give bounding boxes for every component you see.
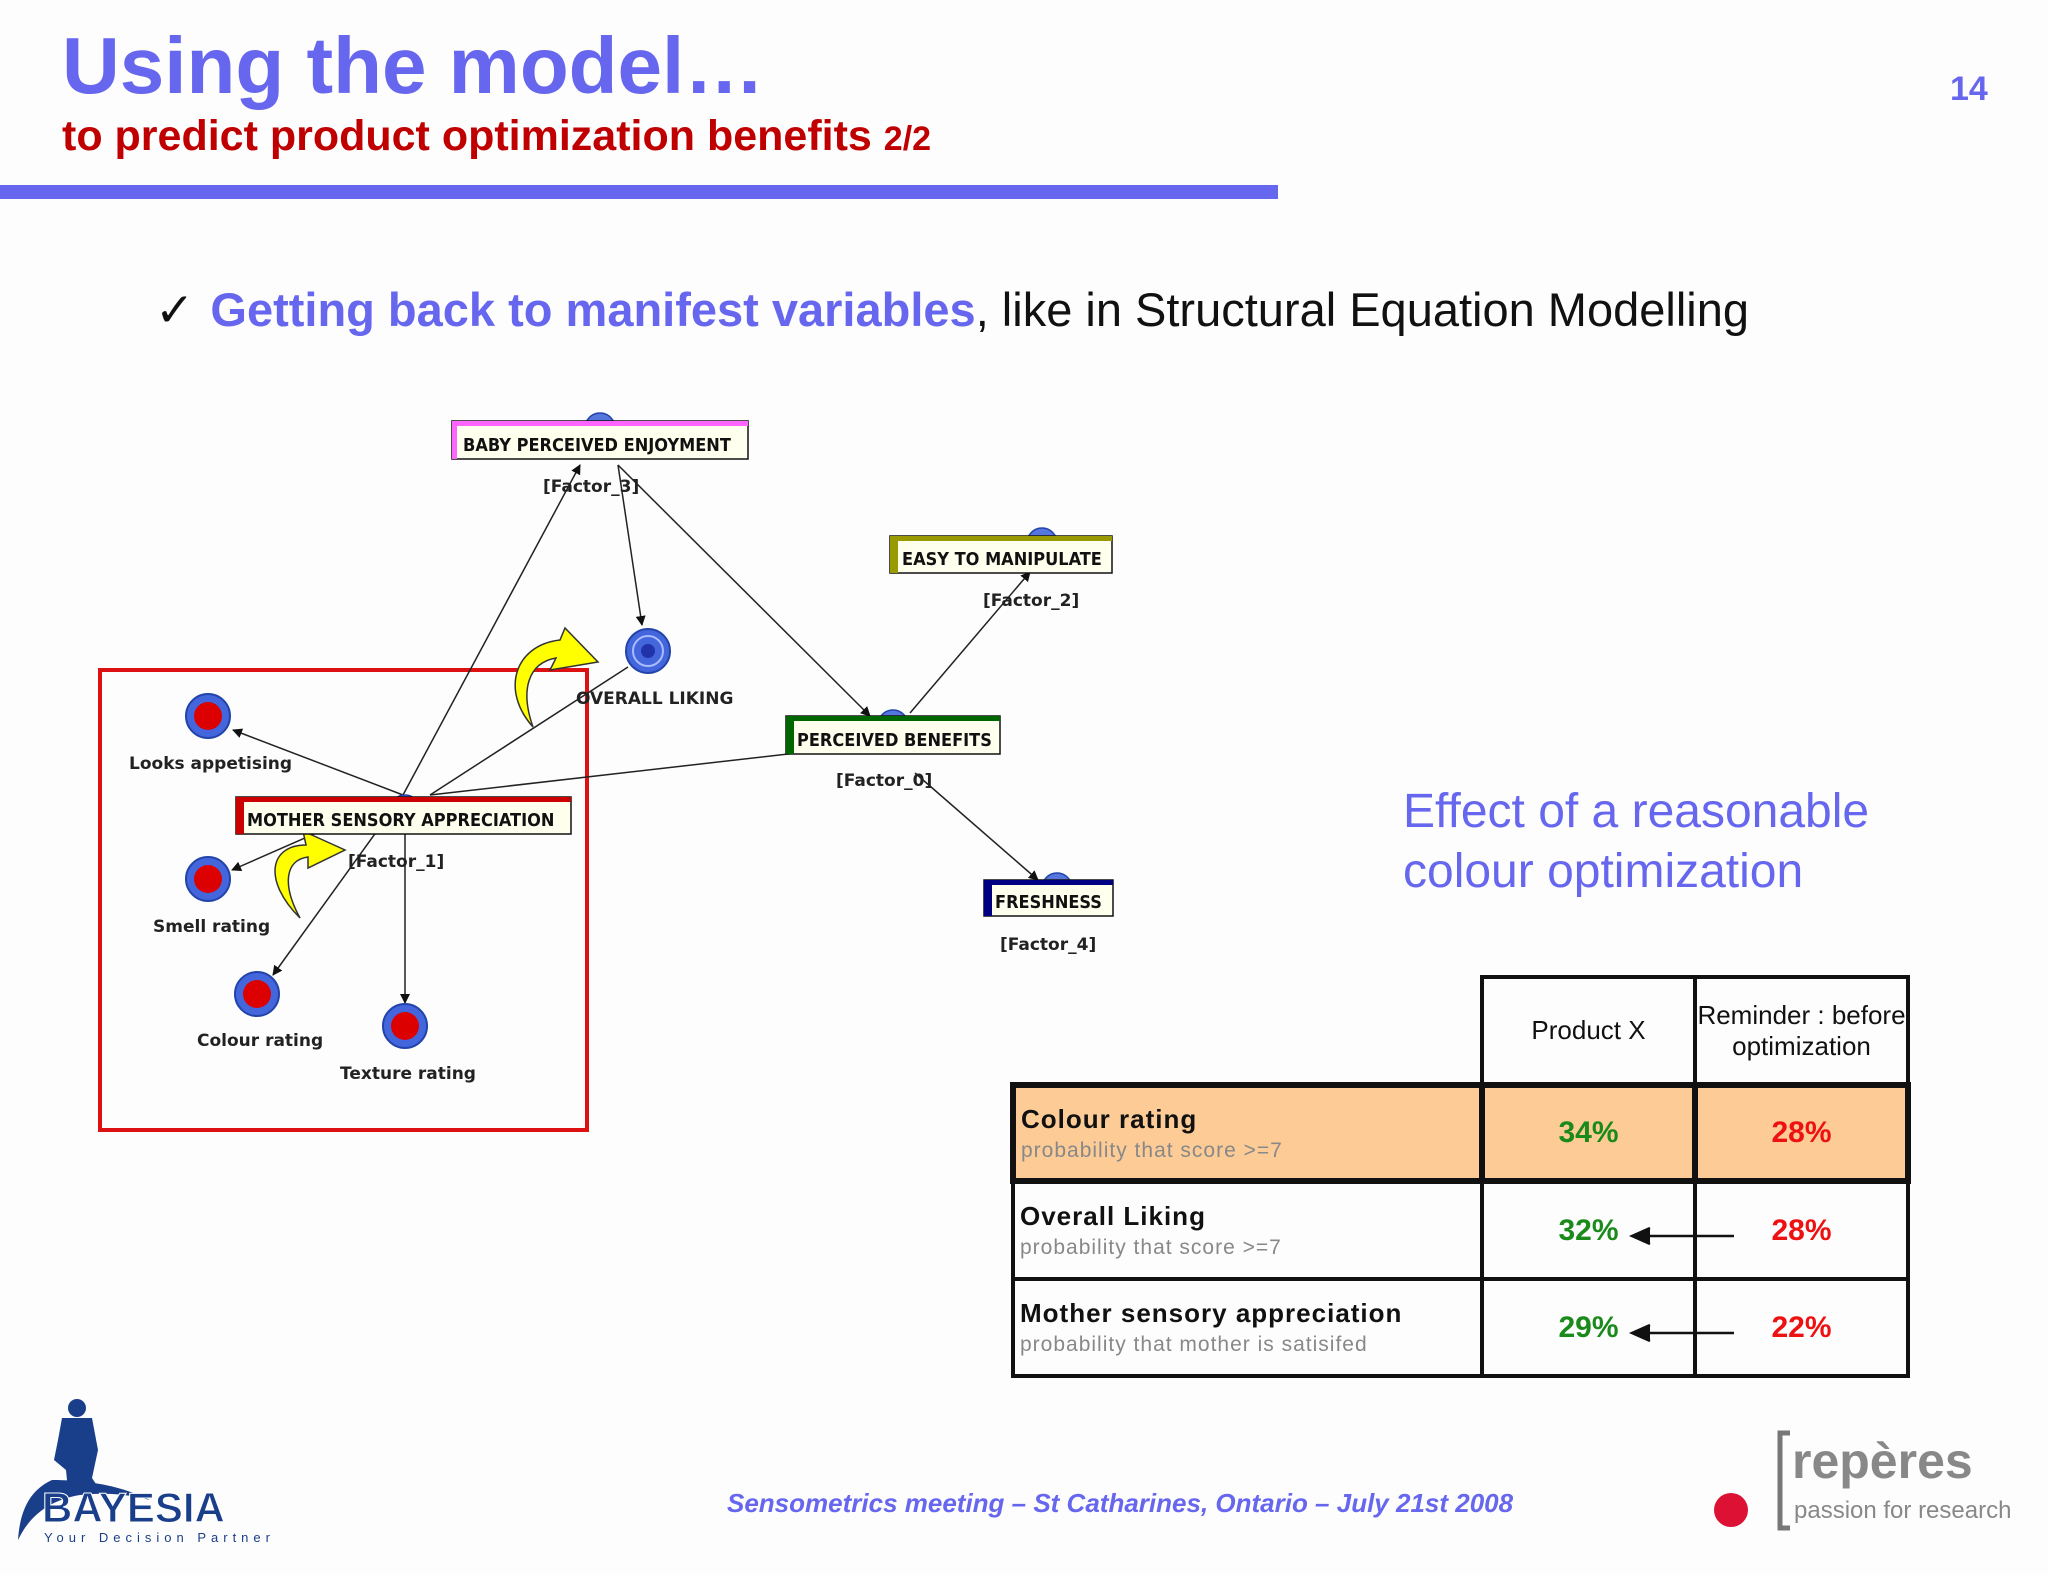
row-label: Colour rating: [1021, 1103, 1198, 1134]
factor-id: [Factor_4]: [1000, 935, 1096, 955]
value-product-x: 34%: [1479, 1082, 1698, 1184]
factor-name: MOTHER SENSORY APPRECIATION: [247, 810, 554, 831]
value-product-x: 32%: [1480, 1179, 1697, 1281]
factor-name: FRESHNESS: [995, 892, 1102, 913]
table-header-row: Product X Reminder : before optimization: [1013, 975, 1910, 1087]
value-before: 28%: [1692, 1082, 1911, 1184]
reperes-tagline: passion for research: [1794, 1497, 2011, 1524]
slide-subtitle: to predict product optimization benefits…: [62, 112, 931, 161]
yellow-arrow-icon: [274, 829, 347, 919]
bullet-point: ✓ Getting back to manifest variables, lik…: [155, 282, 1749, 338]
effect-line-2: colour optimization: [1403, 844, 1804, 898]
manifest-node-icon: [185, 693, 428, 1049]
row-sublabel: probability that score >=7: [1021, 1138, 1283, 1162]
row-label: Overall Liking: [1020, 1201, 1206, 1231]
subtitle-text: to predict product optimization benefits: [62, 112, 872, 160]
thinker-statue-icon: [18, 1399, 150, 1540]
red-dot-icon: [1714, 1493, 1748, 1527]
title-underline: [0, 185, 1278, 199]
subtitle-part: 2/2: [883, 120, 932, 158]
effect-line-1: Effect of a reasonable: [1403, 785, 1870, 838]
slide-title: Using the model…: [62, 21, 765, 110]
factor-name: BABY PERCEIVED ENJOYMENT: [463, 435, 731, 456]
header-before-optimization: Reminder : before optimization: [1693, 975, 1910, 1087]
bayesia-name: BAYESIA: [42, 1484, 225, 1531]
factor-box-benefits: PERCEIVED BENEFITS [Factor_0]: [785, 715, 1001, 791]
table-row: Overall Liking probability that score >=…: [1011, 1179, 1910, 1281]
factor-box-freshness: FRESHNESS [Factor_4]: [983, 879, 1114, 955]
factor-box-baby: BABY PERCEIVED ENJOYMENT [Factor_3]: [451, 420, 749, 497]
node-label-smell: Smell rating: [153, 917, 270, 937]
bayesia-tagline: Your Decision Partner: [44, 1530, 275, 1545]
row-label: Mother sensory appreciation: [1020, 1298, 1403, 1328]
overall-liking-node-icon: [625, 628, 671, 674]
reperes-name: repères: [1792, 1433, 1973, 1489]
row-label-cell: Mother sensory appreciation probability …: [1011, 1277, 1484, 1378]
factor-id: [Factor_2]: [983, 591, 1079, 611]
factor-id: [Factor_0]: [836, 771, 932, 791]
footer-text: Sensometrics meeting – St Catharines, On…: [727, 1488, 1514, 1518]
row-label-cell: Overall Liking probability that score >=…: [1011, 1179, 1484, 1281]
header-product-x: Product X: [1480, 975, 1697, 1087]
reperes-logo: repères passion for research: [1714, 1430, 2011, 1531]
value-before: 28%: [1693, 1179, 1910, 1281]
value-before: 22%: [1693, 1277, 1910, 1378]
bayesia-logo: BAYESIA Your Decision Partner: [18, 1399, 275, 1545]
yellow-arrow-icon: [514, 626, 600, 728]
results-table: Product X Reminder : before optimization…: [1010, 975, 1911, 1378]
node-label-texture: Texture rating: [340, 1064, 476, 1084]
table-corner: [1013, 977, 1484, 1087]
bullet-highlight: Getting back to manifest variables: [210, 283, 976, 336]
red-highlight-frame: [98, 668, 589, 1132]
checkmark-icon: ✓: [155, 283, 195, 336]
table-row: Mother sensory appreciation probability …: [1011, 1277, 1910, 1378]
bullet-text: , like in Structural Equation Modelling: [975, 283, 1749, 336]
factor-name: EASY TO MANIPULATE: [902, 549, 1102, 570]
node-label-overall: OVERALL LIKING: [576, 689, 733, 709]
row-label-cell: Colour rating probability that score >=7: [1010, 1082, 1485, 1184]
node-label-looks: Looks appetising: [129, 754, 292, 774]
factor-box-easy: EASY TO MANIPULATE [Factor_2]: [889, 535, 1113, 611]
factor-id: [Factor_3]: [543, 477, 639, 497]
row-sublabel: probability that mother is satisifed: [1020, 1333, 1368, 1356]
page-number: 14: [1950, 70, 1988, 108]
factor-box-mother: MOTHER SENSORY APPRECIATION [Factor_1]: [235, 796, 572, 872]
factor-name: PERCEIVED BENEFITS: [797, 730, 992, 751]
effect-annotation: Effect of a reasonable colour optimizati…: [1403, 782, 1963, 901]
value-product-x: 29%: [1480, 1277, 1697, 1378]
factor-id: [Factor_1]: [348, 852, 444, 872]
table-row: Colour rating probability that score >=7…: [1010, 1082, 1911, 1184]
row-sublabel: probability that score >=7: [1020, 1236, 1282, 1259]
node-label-colour: Colour rating: [197, 1031, 323, 1051]
